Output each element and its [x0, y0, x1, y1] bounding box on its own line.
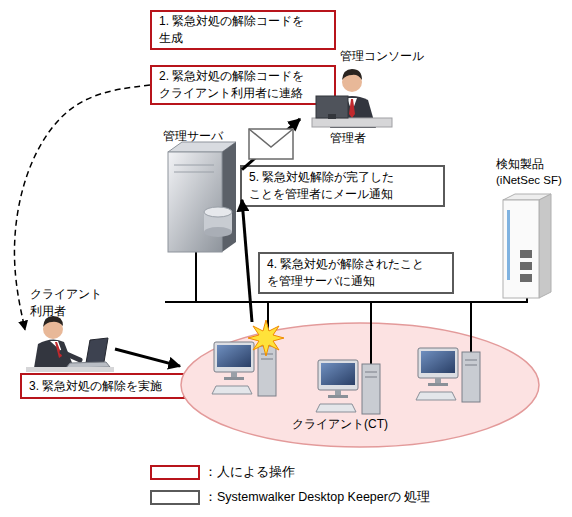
- client-pc: [416, 348, 480, 402]
- detection-appliance-symbol: [503, 194, 551, 200]
- network-bus: [195, 252, 197, 302]
- mail-envelope: [249, 129, 293, 159]
- step-text: 1. 緊急対処の解除コードを 生成: [152, 11, 334, 49]
- administrator-figure: [342, 69, 362, 80]
- client-user-figure: [34, 339, 74, 368]
- client-user-figure: [86, 338, 108, 363]
- client-pc: [212, 342, 276, 396]
- client-user-figure: [43, 319, 63, 339]
- flow-arrow: [242, 200, 252, 322]
- client-user-figure: [43, 316, 63, 327]
- alert-starburst: [248, 320, 284, 356]
- dashed-flow-arrow: [14, 85, 150, 330]
- detection-appliance-symbol: [507, 210, 510, 280]
- alert-starburst: [248, 320, 284, 356]
- network-bus: [470, 302, 472, 352]
- admin-console: 管理コンソール管理者: [300, 46, 440, 146]
- client-group: クライアント(CT): [180, 322, 540, 448]
- server-symbol: [174, 165, 214, 166]
- server-symbol: [168, 152, 222, 252]
- administrator-figure: [312, 69, 392, 128]
- server-symbol: [168, 142, 236, 252]
- legend: ：人による操作 ：Systemwalker Desktop Keeperの 処理: [150, 463, 430, 513]
- legend-swatch: [150, 490, 200, 505]
- administrator-figure: [328, 114, 336, 119]
- detection-appliance-symbol: [520, 262, 532, 270]
- administrator-figure: [330, 96, 376, 128]
- administrator-figure: [312, 118, 392, 127]
- server-symbol: [222, 142, 236, 252]
- step-text: 2. 緊急対処の解除コードを クライアント利用者に連絡: [152, 66, 334, 104]
- client-user-figure: [26, 367, 114, 372]
- detection-appliance-symbol: [520, 274, 532, 282]
- step-text: 5. 緊急対処解除が完了した ことを管理者にメール通知: [242, 167, 443, 205]
- detection-appliance-symbol: [503, 200, 539, 298]
- mail-envelope: [249, 129, 293, 159]
- process-step-box: 4. 緊急対処が解除されたこと を管理サーバに通知: [258, 252, 454, 294]
- operation-step-box: 2. 緊急対処の解除コードを クライアント利用者に連絡: [150, 65, 336, 105]
- operation-step-box: 3. 緊急対処の解除を実施: [20, 373, 185, 399]
- step-text: 3. 緊急対処の解除を実施: [22, 376, 183, 397]
- network-bus: [526, 298, 528, 302]
- administrator-figure: [342, 72, 362, 92]
- mail-envelope: [249, 129, 293, 147]
- client-user: クライアント 利用者: [25, 286, 115, 370]
- server-symbol: [204, 227, 232, 237]
- node-label: 検知製品 (iNetSec SF): [496, 156, 570, 188]
- flow-arrow: [242, 119, 300, 170]
- server-symbol: [168, 142, 236, 152]
- detection-appliance-symbol: [503, 194, 551, 298]
- legend-text: ：Systemwalker Desktop Keeperの 処理: [204, 489, 430, 506]
- legend-swatch: [150, 465, 200, 480]
- detection-appliance: 検知製品 (iNetSec SF): [490, 156, 570, 302]
- administrator-figure: [316, 96, 348, 118]
- management-server: 管理サーバ: [155, 126, 242, 258]
- flow-arrow: [115, 349, 180, 366]
- detection-appliance-symbol: [520, 250, 532, 258]
- legend-item: ：Systemwalker Desktop Keeperの 処理: [150, 488, 430, 506]
- administrator-figure: [347, 98, 357, 112]
- administrator-figure: [349, 99, 355, 118]
- client-pc: [212, 342, 480, 414]
- network-bus: [165, 301, 528, 303]
- client-user-figure: [50, 341, 62, 352]
- legend-text: ：人による操作: [204, 464, 295, 481]
- node-label: 管理サーバ: [163, 128, 242, 145]
- detection-appliance-symbol: [539, 194, 551, 298]
- step-text: 4. 緊急対処が解除されたこと を管理サーバに通知: [260, 254, 452, 292]
- node-label: 管理者: [330, 130, 390, 147]
- node-label: クライアント 利用者: [30, 286, 115, 320]
- client-user-figure: [26, 316, 114, 372]
- node-label: クライアント(CT): [260, 416, 420, 433]
- network-bus: [370, 302, 372, 364]
- process-step-box: 5. 緊急対処解除が完了した ことを管理者にメール通知: [240, 165, 445, 207]
- network-bus: [165, 252, 528, 364]
- client-user-figure: [62, 352, 80, 360]
- server-symbol: [174, 172, 214, 173]
- node-label: 管理コンソール: [340, 48, 440, 65]
- client-area-ellipse: [181, 323, 539, 447]
- client-user-figure: [55, 342, 62, 358]
- client-pc: [316, 360, 380, 414]
- network-bus: [267, 302, 269, 346]
- legend-item: ：人による操作: [150, 463, 430, 481]
- client-user-figure: [66, 362, 110, 368]
- operation-step-box: 1. 緊急対処の解除コードを 生成: [150, 10, 336, 50]
- server-symbol: [204, 212, 232, 232]
- server-symbol: [204, 207, 232, 217]
